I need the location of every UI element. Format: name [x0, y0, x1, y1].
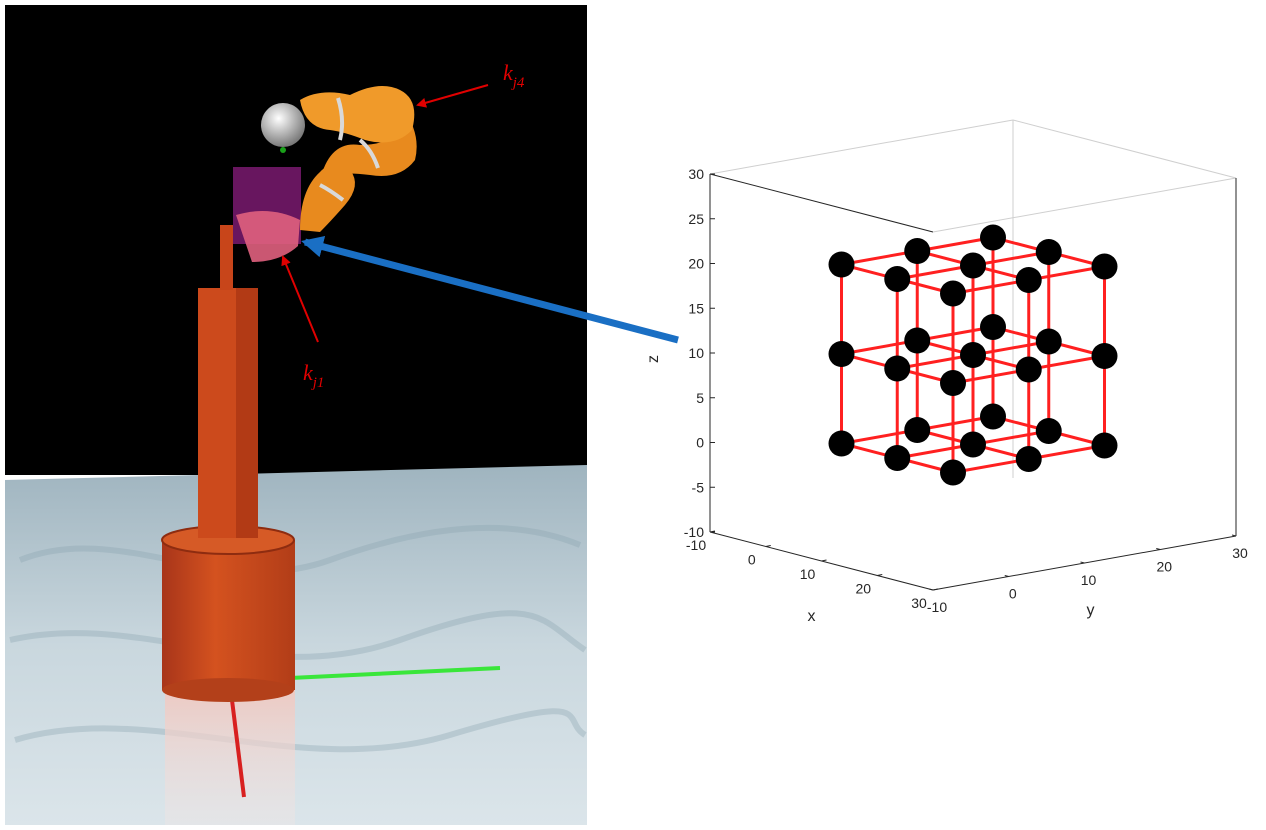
x-tick-mark	[821, 559, 827, 562]
lattice-node	[980, 314, 1006, 340]
floor-plane	[5, 465, 587, 825]
y-tick-mark	[1004, 575, 1009, 577]
y-tick-label: 0	[1009, 586, 1017, 602]
kj4-arrow	[416, 84, 489, 108]
y-tick-mark	[928, 588, 934, 591]
pillar-post	[220, 225, 233, 290]
lattice-node	[828, 430, 855, 457]
lattice-node	[1091, 253, 1118, 280]
z-axis-label: z	[645, 355, 662, 363]
z-tick-label: 20	[688, 256, 704, 272]
x-tick-mark	[877, 574, 883, 576]
lattice-node	[884, 355, 911, 382]
kj1-label: kj1	[303, 360, 324, 391]
lattice-node	[1015, 267, 1042, 293]
lattice-node	[904, 327, 931, 354]
x-tick-mark	[765, 545, 771, 547]
x-tick-mark	[709, 530, 716, 533]
y-tick-label: 30	[1232, 545, 1248, 561]
arm-link-1	[236, 211, 300, 262]
z-tick-label: 30	[688, 166, 704, 182]
x-tick-label: -10	[686, 537, 706, 553]
x-tick-mark	[932, 588, 939, 591]
link-arrow	[301, 235, 679, 344]
robot-scene	[5, 5, 587, 825]
lattice-node	[828, 341, 855, 367]
lattice-node	[884, 445, 911, 471]
lattice-node	[884, 266, 911, 292]
kj4-label: kj4	[503, 60, 525, 91]
box-top-edge	[932, 177, 1237, 233]
lattice-node	[980, 224, 1006, 251]
y-tick-mark	[1156, 548, 1161, 550]
lattice-node	[960, 342, 986, 368]
floor-texture	[9, 524, 587, 753]
robot-arm	[300, 86, 417, 232]
base-cylinder	[162, 540, 295, 690]
lattice-node	[1035, 328, 1062, 355]
y-tick-mark	[1231, 534, 1237, 537]
z-tick-label: 0	[696, 435, 704, 451]
x-axis-indicator	[230, 699, 246, 798]
lattice-node	[960, 252, 986, 279]
pillar-shade	[236, 288, 258, 538]
lattice-node	[1015, 446, 1042, 472]
end-effector-sphere	[261, 103, 305, 147]
lattice-node	[904, 238, 931, 264]
lattice-node	[940, 280, 966, 307]
lattice-node	[1091, 343, 1118, 369]
x-axis-label: x	[808, 608, 816, 625]
base-reflection	[165, 690, 295, 825]
lattice-node	[1035, 418, 1062, 444]
box-back-edge	[709, 119, 1014, 175]
lattice-node	[904, 417, 931, 443]
lattice-node	[940, 370, 966, 396]
z-tick-label: 10	[688, 345, 704, 361]
lattice-node	[980, 403, 1006, 430]
x-tick-label: 20	[855, 581, 871, 597]
box-back-edge	[1012, 119, 1237, 179]
y-axis-label: y	[1087, 602, 1095, 619]
x-tick-label: 10	[800, 566, 816, 582]
y-tick-label: 20	[1156, 559, 1172, 575]
kj1-arrow	[281, 255, 319, 343]
y-axis-indicator	[289, 666, 501, 680]
z-tick-label: 25	[688, 211, 704, 227]
lattice-node	[828, 251, 855, 278]
z-tick-label: -5	[692, 479, 705, 495]
end-effector-tip	[280, 147, 286, 153]
base-cylinder-bottom	[162, 678, 294, 702]
lattice-node	[1091, 432, 1118, 459]
x-tick-label: 30	[911, 595, 927, 611]
z-tick-label: -10	[684, 524, 704, 540]
y-tick-mark	[1080, 561, 1085, 564]
y-tick-label: -10	[927, 599, 947, 615]
lattice-node	[1015, 356, 1042, 383]
lattice-node	[940, 459, 966, 486]
x-tick-label: 0	[748, 552, 756, 568]
z-tick-label: 5	[696, 390, 704, 406]
lattice-node	[1035, 239, 1062, 265]
z-tick-label: 15	[688, 300, 704, 316]
lattice-node	[960, 431, 986, 458]
y-tick-label: 10	[1081, 572, 1097, 588]
box-top-edge	[709, 173, 934, 233]
